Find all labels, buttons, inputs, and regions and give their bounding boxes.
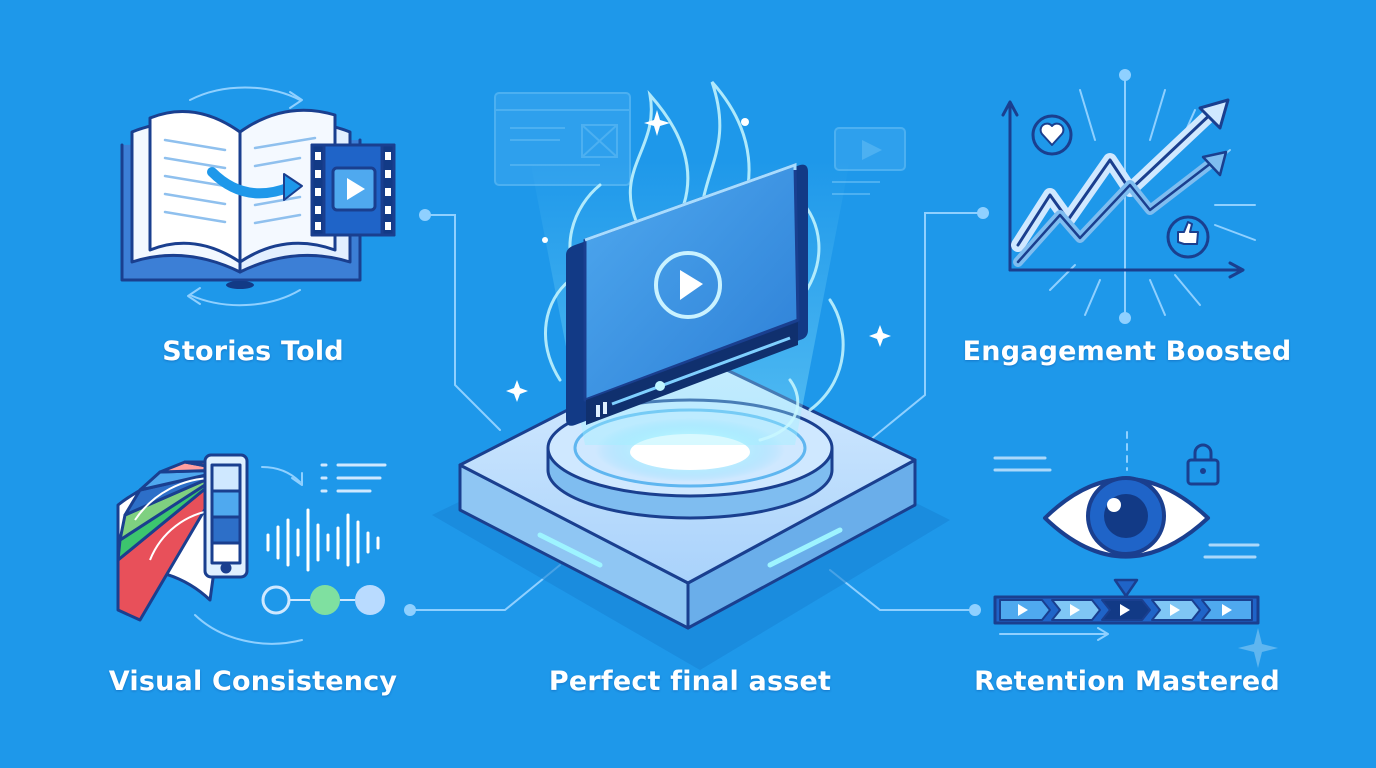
label-perfect-final-asset: Perfect final asset bbox=[548, 666, 832, 697]
video-screen bbox=[566, 162, 808, 426]
energy-flames bbox=[544, 80, 845, 442]
book-to-video-icon bbox=[120, 86, 396, 307]
sparkles bbox=[506, 110, 891, 402]
label-retention-mastered: Retention Mastered bbox=[974, 666, 1280, 697]
label-engagement-boosted: Engagement Boosted bbox=[962, 336, 1292, 367]
eye-timeline-icon bbox=[993, 431, 1278, 668]
color-palette-icon bbox=[116, 453, 387, 645]
growth-chart-icon bbox=[1001, 69, 1256, 324]
label-visual-consistency: Visual Consistency bbox=[108, 666, 398, 697]
connector-lines bbox=[404, 207, 989, 616]
label-stories-told: Stories Told bbox=[162, 336, 344, 367]
